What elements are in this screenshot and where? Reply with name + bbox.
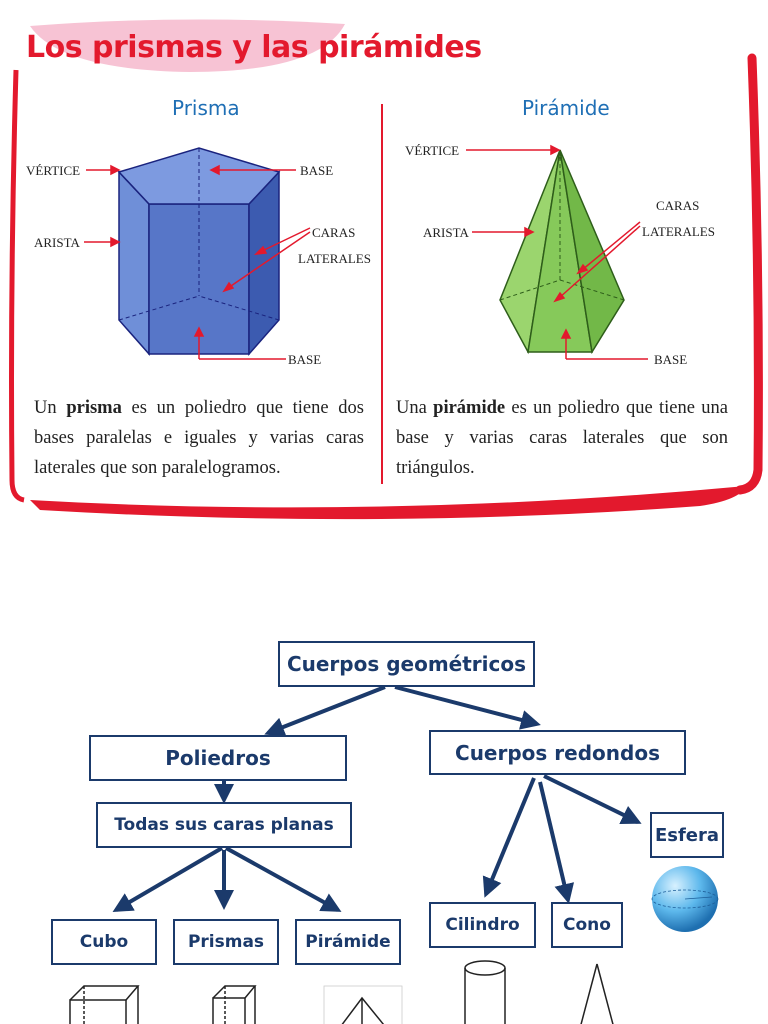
- prism-base-top-label: BASE: [300, 163, 334, 178]
- prism-term: prisma: [66, 398, 122, 418]
- prism-figure: [84, 147, 311, 360]
- node-cilindro: Cilindro: [429, 902, 536, 948]
- concept-map-connectors: [112, 685, 642, 913]
- pyramid-base-label: BASE: [654, 352, 688, 367]
- prism-heading: Prisma: [172, 96, 240, 120]
- prism-faces-label-1: CARAS: [312, 225, 356, 240]
- pyramid-description: Una pirámide es un poliedro que tiene un…: [396, 398, 729, 478]
- pyramid-heading: Pirámide: [522, 96, 610, 120]
- node-cono: Cono: [551, 902, 623, 948]
- pyramid-figure: [466, 144, 648, 360]
- node-caras-planas: Todas sus caras planas: [96, 802, 352, 848]
- pyramid-shape: [499, 149, 625, 355]
- page-title: Los prismas y las pirámides: [26, 30, 482, 65]
- pyramid-edge-label: ARISTA: [423, 225, 469, 240]
- node-cubo: Cubo: [51, 919, 157, 965]
- prism-description: Un prisma es un poliedro que tiene dos b…: [34, 398, 364, 478]
- sphere-illustration: [651, 866, 719, 932]
- pyramid-faces-label-2: LATERALES: [642, 224, 715, 239]
- prism-base-bottom-label: BASE: [288, 352, 322, 367]
- pyramid-term: pirámide: [433, 398, 506, 418]
- prism-illustration: [212, 985, 257, 1024]
- prism-vertex-label: VÉRTICE: [26, 163, 81, 178]
- cube-illustration: [69, 985, 140, 1024]
- pyramid-faces-label-1: CARAS: [656, 198, 700, 213]
- panel-frame: [9, 53, 763, 520]
- cone-illustration: [580, 963, 614, 1024]
- node-cuerpos-geometricos: Cuerpos geométricos: [278, 641, 535, 687]
- pyramid-vertex-label: VÉRTICE: [405, 143, 460, 158]
- prism-edge-label: ARISTA: [34, 235, 80, 250]
- prism-faces-label-2: LATERALES: [298, 251, 371, 266]
- title-highlight: [30, 19, 345, 72]
- prism-shape: [117, 147, 281, 356]
- node-prismas: Prismas: [173, 919, 279, 965]
- cylinder-illustration: [464, 960, 506, 1024]
- node-esfera: Esfera: [650, 812, 724, 858]
- node-poliedros: Poliedros: [89, 735, 347, 781]
- node-cuerpos-redondos: Cuerpos redondos: [429, 730, 686, 775]
- node-piramide: Pirámide: [295, 919, 401, 965]
- pyramid-illustration: [323, 985, 403, 1024]
